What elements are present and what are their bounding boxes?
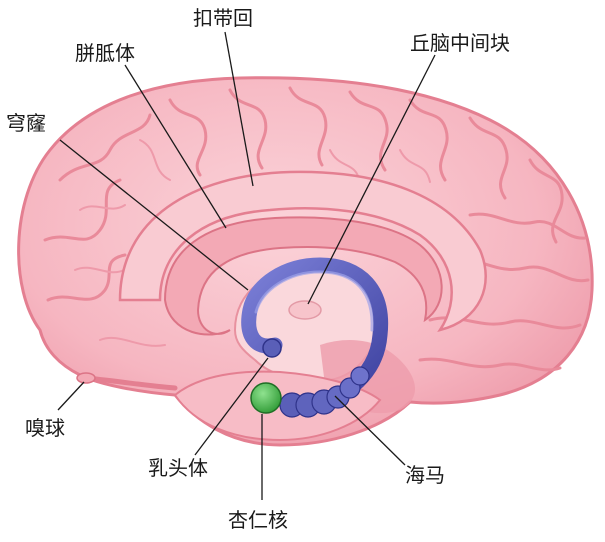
amygdala <box>250 382 282 414</box>
label-amygdala: 杏仁核 <box>228 508 288 532</box>
label-corpus-callosum: 胼胝体 <box>75 41 135 65</box>
label-fornix: 穹窿 <box>6 111 46 135</box>
cingulate-gyrus <box>118 170 487 332</box>
mammillary-body <box>262 338 282 358</box>
leader-mammillary-body <box>194 357 269 456</box>
label-olfactory-bulb: 嗅球 <box>25 416 65 440</box>
leader-olfactory-bulb <box>57 381 85 411</box>
label-cingulate-gyrus: 扣带回 <box>193 6 253 30</box>
leader-cingulate-gyrus <box>224 31 254 187</box>
label-hippocampus: 海马 <box>405 463 445 487</box>
leader-hippocampus <box>334 395 406 466</box>
label-interthalamic-adhesion: 丘脑中间块 <box>410 31 510 55</box>
leader-corpus-callosum <box>124 64 227 229</box>
leader-lines <box>57 31 436 500</box>
label-mammillary-body: 乳头体 <box>148 456 208 480</box>
interthalamic-adhesion-spot <box>288 300 322 320</box>
corpus-callosum <box>163 216 443 336</box>
fornix-highlight <box>254 270 374 332</box>
leader-fornix <box>59 139 249 291</box>
leader-interthalamic-adhesion <box>307 54 436 305</box>
olfactory-bulb-shape <box>76 372 96 384</box>
fornix <box>241 257 389 403</box>
